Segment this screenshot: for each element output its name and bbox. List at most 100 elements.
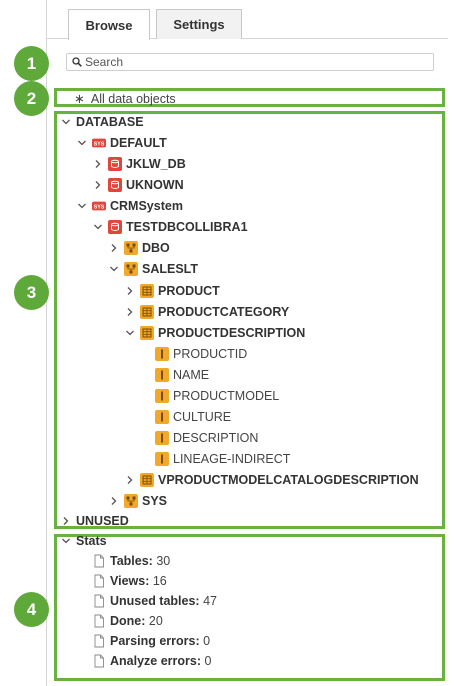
highlight-box-4: [54, 534, 445, 681]
tree-label: PRODUCTID: [173, 347, 248, 361]
tree-node-database[interactable]: DATABASE: [60, 112, 144, 132]
tree-node-product[interactable]: PRODUCT: [124, 281, 220, 301]
search-box: [66, 53, 434, 71]
step-badge-3: 3: [14, 275, 49, 310]
chevron-down-icon[interactable]: [60, 535, 72, 547]
chevron-down-icon[interactable]: [76, 200, 88, 212]
tree-label: DEFAULT: [110, 136, 167, 150]
tree-label: JKLW_DB: [126, 157, 186, 171]
tree-node-dbo[interactable]: DBO: [108, 238, 170, 258]
tree-label: VPRODUCTMODELCATALOGDESCRIPTION: [158, 473, 419, 487]
tree-node-column[interactable]: CULTURE: [155, 407, 231, 427]
tree-node-vproductmodelcatalogdescription[interactable]: VPRODUCTMODELCATALOGDESCRIPTION: [124, 470, 419, 490]
chevron-right-icon[interactable]: [124, 306, 136, 318]
chevron-down-icon[interactable]: [124, 327, 136, 339]
tree-node-column[interactable]: DESCRIPTION: [155, 428, 258, 448]
tree-node-uknown[interactable]: UKNOWN: [92, 175, 184, 195]
column-icon: [155, 452, 169, 466]
tree-node-saleslt[interactable]: SALESLT: [108, 259, 198, 279]
tree-label: PRODUCTCATEGORY: [158, 305, 290, 319]
chevron-down-icon[interactable]: [92, 221, 104, 233]
stat-label: Views:: [110, 574, 150, 588]
highlight-box-3: [54, 111, 445, 529]
chevron-right-icon[interactable]: [124, 285, 136, 297]
stat-value: 0: [204, 654, 212, 668]
stat-item: Tables: 30: [92, 551, 170, 571]
chevron-right-icon[interactable]: [108, 495, 120, 507]
asterisk-icon: ∗: [74, 91, 85, 106]
tree-node-productcategory[interactable]: PRODUCTCATEGORY: [124, 302, 289, 322]
step-badge-1: 1: [14, 46, 49, 81]
chevron-down-icon[interactable]: [76, 137, 88, 149]
stat-item: Done: 20: [92, 611, 163, 631]
tree-node-column[interactable]: NAME: [155, 365, 209, 385]
stat-label: Tables:: [110, 554, 153, 568]
document-icon: [94, 554, 104, 568]
column-icon: [155, 347, 169, 361]
tree-node-sys[interactable]: SYS: [108, 491, 167, 511]
tree-node-crmsystem[interactable]: SYS CRMSystem: [76, 196, 183, 216]
all-data-objects-label: All data objects: [90, 92, 176, 106]
svg-text:SYS: SYS: [94, 142, 105, 148]
stat-value: 16: [152, 574, 167, 588]
tree-label: SYS: [142, 494, 168, 508]
system-icon: SYS: [92, 201, 106, 211]
tree-label: UNUSED: [76, 514, 129, 528]
tree-node-default[interactable]: SYS DEFAULT: [76, 133, 167, 153]
tree-node-column[interactable]: LINEAGE-INDIRECT: [155, 449, 290, 469]
stat-value: 20: [148, 614, 163, 628]
document-icon: [94, 594, 104, 608]
stat-label: Analyze errors:: [110, 654, 202, 668]
chevron-down-icon[interactable]: [60, 116, 72, 128]
tree-label: DATABASE: [76, 115, 144, 129]
browse-panel: [46, 0, 448, 686]
tree-label: PRODUCT: [158, 284, 220, 298]
tree-label: CULTURE: [173, 410, 232, 424]
column-icon: [155, 389, 169, 403]
stats-header[interactable]: Stats: [60, 531, 107, 551]
tree-label: NAME: [173, 368, 210, 382]
tree-label: CRMSystem: [110, 199, 183, 213]
chevron-right-icon[interactable]: [92, 158, 104, 170]
stat-item: Parsing errors: 0: [92, 631, 210, 651]
tree-node-unused[interactable]: UNUSED: [60, 511, 129, 531]
tree-node-jklw-db[interactable]: JKLW_DB: [92, 154, 186, 174]
chevron-right-icon[interactable]: [60, 515, 72, 527]
stats-header-label: Stats: [76, 534, 107, 548]
stat-label: Unused tables:: [110, 594, 200, 608]
tab-browse[interactable]: Browse: [68, 9, 150, 40]
schema-icon: [124, 494, 138, 508]
document-icon: [94, 654, 104, 668]
view-icon: [140, 473, 154, 487]
document-icon: [94, 574, 104, 588]
stat-value: 47: [203, 594, 217, 608]
tree-label: LINEAGE-INDIRECT: [173, 452, 291, 466]
svg-text:SYS: SYS: [94, 205, 105, 211]
chevron-right-icon[interactable]: [108, 242, 120, 254]
tree-node-column[interactable]: PRODUCTMODEL: [155, 386, 279, 406]
chevron-right-icon[interactable]: [124, 474, 136, 486]
tab-settings[interactable]: Settings: [156, 9, 242, 39]
highlight-box-2: [54, 88, 445, 107]
tree-label: DBO: [142, 241, 170, 255]
stat-label: Done:: [110, 614, 146, 628]
search-input[interactable]: [85, 54, 425, 70]
search-icon: [72, 57, 82, 67]
tree-label: SALESLT: [142, 262, 199, 276]
all-data-objects-item[interactable]: ∗ All data objects: [74, 89, 176, 109]
tree-label: UKNOWN: [126, 178, 184, 192]
chevron-right-icon[interactable]: [92, 179, 104, 191]
tree-label: PRODUCTMODEL: [173, 389, 280, 403]
schema-icon: [124, 262, 138, 276]
document-icon: [94, 634, 104, 648]
chevron-down-icon[interactable]: [108, 263, 120, 275]
stat-item: Views: 16: [92, 571, 167, 591]
table-icon: [140, 305, 154, 319]
stat-value: 30: [156, 554, 171, 568]
tree-node-column[interactable]: PRODUCTID: [155, 344, 247, 364]
tab-strip: Browse Settings: [46, 9, 448, 40]
tree-node-productdescription[interactable]: PRODUCTDESCRIPTION: [124, 323, 305, 343]
stat-item: Analyze errors: 0: [92, 651, 211, 671]
database-icon: [108, 220, 122, 234]
tree-node-testdbcollibra1[interactable]: TESTDBCOLLIBRA1: [92, 217, 248, 237]
